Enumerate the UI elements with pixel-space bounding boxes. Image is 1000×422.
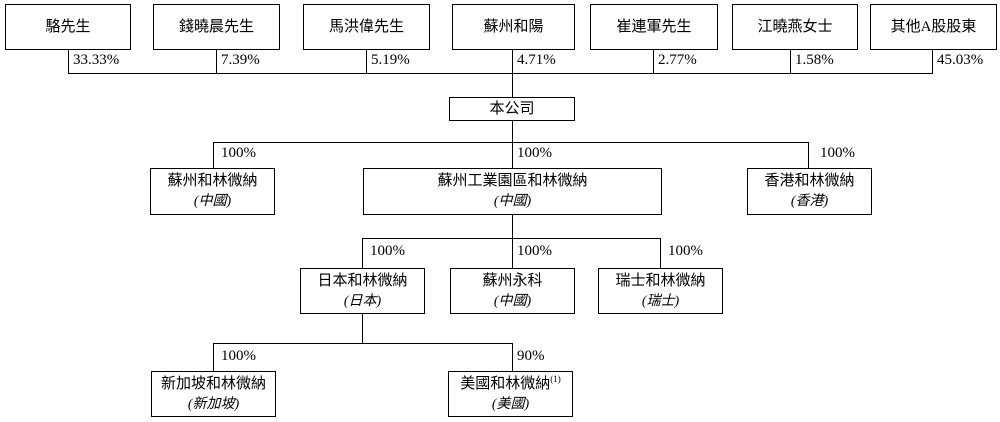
ownership-pct: 100% [221,145,256,161]
node-jiang-xiaoyan: 江曉燕女士 [732,4,858,50]
node-label: 新加坡和林微納 [160,375,266,392]
connector-line [790,50,791,73]
node-label: 其他A股股東 [890,18,977,35]
node-jurisdiction: (中國) [493,293,532,309]
node-label: 香港和林微納 [764,173,855,190]
node-jurisdiction: (瑞士) [641,293,680,309]
connector-line [362,238,661,239]
connector-line [512,120,513,142]
connector-line [68,73,933,74]
connector-line [660,238,661,268]
node-label: 蘇州和林微納 [167,173,258,190]
connector-line [68,50,69,73]
node-jurisdiction: (中國) [193,194,232,210]
node-swiss-herlin: 瑞士和林微納 (瑞士) [598,268,723,314]
connector-line [512,215,513,238]
node-label: 瑞士和林微納 [615,272,706,289]
node-suzhou-yongke: 蘇州永科 (中國) [450,268,575,314]
node-cui-lianjun: 崔連軍先生 [590,4,718,50]
ownership-pct: 100% [820,145,855,161]
connector-line [932,50,933,73]
node-sip-herlin: 蘇州工業園區和林微納 (中國) [363,168,662,215]
node-label: 崔連軍先生 [616,18,692,35]
node-other-a-shareholders: 其他A股股東 [870,4,997,50]
node-jurisdiction: (美國) [491,396,530,412]
ownership-pct: 90% [517,348,545,364]
node-label: 本公司 [489,100,535,117]
node-label: 馬洪偉先生 [328,18,404,35]
connector-line [512,142,513,168]
node-jurisdiction: (香港) [790,194,829,210]
ownership-pct: 100% [668,243,703,259]
node-label: 江曉燕女士 [757,18,833,35]
connector-line [362,314,363,343]
node-label: 蘇州永科 [482,272,543,289]
node-jurisdiction: (中國) [493,194,532,210]
node-label: 錢曉晨先生 [178,18,254,35]
ownership-pct: 100% [517,145,552,161]
node-label: 蘇州和陽 [483,18,544,35]
node-company: 本公司 [449,97,575,121]
ownership-pct: 2.77% [658,52,697,68]
node-label: 駱先生 [45,18,91,35]
connector-line [362,238,363,268]
node-singapore-herlin: 新加坡和林微納 (新加坡) [151,371,276,417]
node-ma-hongwei: 馬洪偉先生 [303,4,430,50]
node-suzhou-herlin: 蘇州和林微納 (中國) [150,168,275,215]
node-label: 日本和林微納 [317,272,408,289]
node-us-herlin: 美國和林微納(1) (美國) [448,371,573,417]
connector-line [213,343,513,344]
ownership-pct: 100% [370,243,405,259]
node-hongkong-herlin: 香港和林微納 (香港) [747,168,872,215]
connector-line [366,50,367,73]
node-luo: 駱先生 [5,4,131,50]
connector-line [213,142,214,168]
node-label: 蘇州工業園區和林微納 [437,173,588,190]
connector-line [512,50,513,73]
connector-line [213,343,214,371]
ownership-pct: 5.19% [371,52,410,68]
node-suzhou-heyang: 蘇州和陽 [452,4,575,50]
connector-line [213,142,809,143]
ownership-pct: 100% [517,243,552,259]
node-jurisdiction: (日本) [343,293,382,309]
node-japan-herlin: 日本和林微納 (日本) [300,268,425,314]
node-jurisdiction: (新加坡) [187,396,240,412]
connector-line [808,142,809,168]
footnote-marker: (1) [550,373,561,384]
connector-line [512,343,513,371]
connector-line [653,50,654,73]
ownership-pct: 33.33% [73,52,120,68]
connector-line [216,50,217,73]
node-label: 美國和林微納(1) [460,373,561,392]
ownership-pct: 1.58% [795,52,834,68]
connector-line [512,238,513,268]
ownership-pct: 100% [221,348,256,364]
connector-line [512,73,513,97]
ownership-pct: 7.39% [221,52,260,68]
node-qian-xiaochen: 錢曉晨先生 [153,4,280,50]
ownership-pct: 4.71% [517,52,556,68]
ownership-pct: 45.03% [937,52,984,68]
